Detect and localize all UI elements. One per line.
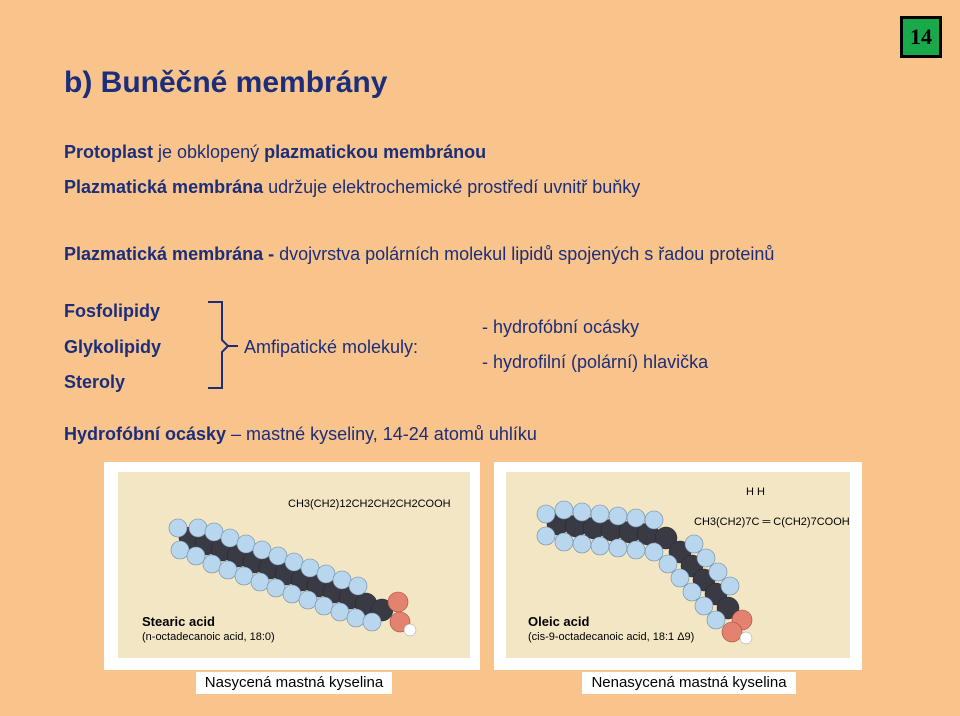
oleic-acid-figure: H H CH3(CH2)7C ═ C(CH2)7COOH — [494, 462, 862, 670]
oleic-formula: CH3(CH2)7C ═ C(CH2)7COOH — [694, 516, 850, 528]
stearic-name: Stearic acid — [142, 614, 215, 629]
membrane-function-line: Plazmatická membrána udržuje elektrochem… — [64, 177, 640, 198]
grouping-brace — [208, 301, 238, 389]
membrane-term-3: Plazmatická membrána - — [64, 244, 275, 264]
oleic-name: Oleic acid — [528, 614, 590, 629]
stearic-acid-model — [168, 518, 417, 637]
oleic-acid-model — [536, 500, 753, 645]
property-hydrophobic: - hydrofóbní ocásky — [482, 317, 640, 337]
oleic-subtitle: (cis-9-octadecanoic acid, 18:1 Δ9) — [528, 631, 695, 643]
caption-unsaturated: Nenasycená mastná kyselina — [582, 672, 796, 694]
tails-text: – mastné kyseliny, 14-24 atomů uhlíku — [226, 424, 537, 444]
caption-saturated: Nasycená mastná kyselina — [196, 672, 392, 694]
tails-term: Hydrofóbní ocásky — [64, 424, 227, 444]
protoplast-text: je obklopený — [153, 142, 265, 162]
stearic-subtitle: (n-octadecanoic acid, 18:0) — [142, 631, 275, 643]
protoplast-term: Protoplast — [64, 142, 154, 162]
membrane-definition-text: dvojvrstva polárních molekul lipidů spoj… — [274, 244, 775, 264]
slide-title: b) Buněčné membrány — [64, 66, 388, 99]
oleic-acid-panel: H H CH3(CH2)7C ═ C(CH2)7COOH — [506, 472, 850, 658]
page-number-badge: 14 — [900, 16, 942, 58]
lipid-glycolipids: Glykolipidy — [64, 337, 162, 357]
amphipathic-label: Amfipatické molekuly: — [244, 337, 419, 357]
membrane-term-2: Plazmatická membrána — [64, 177, 264, 197]
tails-line: Hydrofóbní ocásky – mastné kyseliny, 14-… — [64, 424, 537, 445]
stearic-acid-figure: CH3(CH2)12CH2CH2CH2COOH — [104, 462, 480, 670]
property-hydrophilic: - hydrofilní (polární) hlavička — [482, 352, 709, 372]
stearic-formula: CH3(CH2)12CH2CH2CH2COOH — [288, 498, 451, 510]
membrane-definition-line: Plazmatická membrána - dvojvrstva polárn… — [64, 244, 774, 265]
oleic-formula-h: H H — [746, 486, 765, 498]
membrane-term: plazmatickou membránou — [264, 142, 487, 162]
lipid-sterols: Steroly — [64, 372, 126, 392]
protoplast-line: Protoplast je obklopený plazmatickou mem… — [64, 142, 486, 163]
membrane-function-text: udržuje elektrochemické prostředí uvnitř… — [263, 177, 641, 197]
stearic-acid-panel: CH3(CH2)12CH2CH2CH2COOH — [118, 472, 470, 658]
lipid-phospholipids: Fosfolipidy — [64, 301, 160, 321]
